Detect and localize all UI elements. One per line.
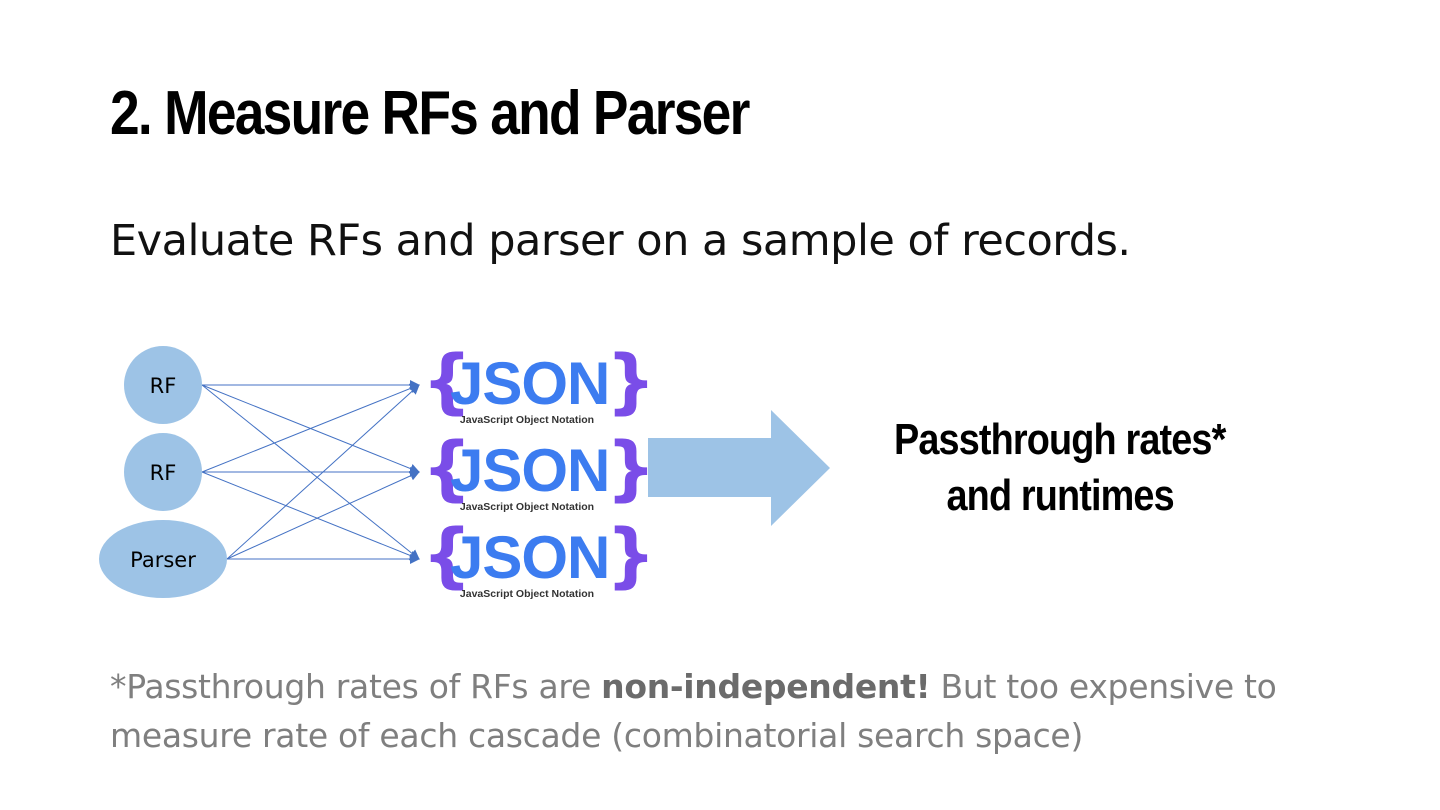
source-node-rf-1: RF: [124, 346, 202, 424]
edge-2-to-3: [201, 471, 420, 561]
edges: [201, 380, 420, 564]
footnote-prefix: *Passthrough rates of RFs are: [110, 667, 602, 706]
source-node-label: Parser: [130, 548, 196, 572]
slide-title: 2. Measure RFs and Parser: [110, 79, 750, 148]
edge-2-to-1: [201, 383, 420, 473]
json-close-brace-icon: }: [606, 427, 656, 509]
json-open-brace-icon: {: [422, 427, 472, 509]
result-line-2: and runtimes: [946, 471, 1174, 520]
json-close-brace-icon: }: [606, 514, 656, 596]
edge-3-to-1: [226, 384, 420, 560]
result-arrow-icon: [648, 410, 830, 526]
json-open-brace-icon: {: [422, 340, 472, 422]
json-logo-text: JSON: [450, 437, 609, 504]
source-node-parser: Parser: [99, 520, 227, 598]
json-logo-caption: JavaScript Object Notation: [460, 501, 594, 513]
json-open-brace-icon: {: [422, 514, 472, 596]
json-logo-1: { JSON } JavaScript Object Notation: [422, 340, 656, 426]
json-logo-text: JSON: [450, 350, 609, 417]
footnote: *Passthrough rates of RFs are non-indepe…: [110, 662, 1370, 760]
json-logo-caption: JavaScript Object Notation: [460, 588, 594, 600]
source-node-label: RF: [150, 461, 177, 485]
result-label: Passthrough rates* and runtimes: [860, 412, 1260, 524]
slide-subtitle: Evaluate RFs and parser on a sample of r…: [110, 216, 1131, 266]
json-logo-caption: JavaScript Object Notation: [460, 414, 594, 426]
json-logo-3: { JSON } JavaScript Object Notation: [422, 514, 656, 600]
edge-3-to-2: [226, 471, 420, 560]
json-close-brace-icon: }: [606, 340, 656, 422]
result-line-1: Passthrough rates*: [894, 415, 1226, 464]
json-logo-text: JSON: [450, 524, 609, 591]
source-node-rf-2: RF: [124, 433, 202, 511]
json-logo-2: { JSON } JavaScript Object Notation: [422, 427, 656, 513]
footnote-suffix: But too expensive to measure rate of eac…: [110, 667, 1277, 755]
source-node-label: RF: [150, 374, 177, 398]
footnote-emphasis: non-independent!: [601, 667, 931, 706]
